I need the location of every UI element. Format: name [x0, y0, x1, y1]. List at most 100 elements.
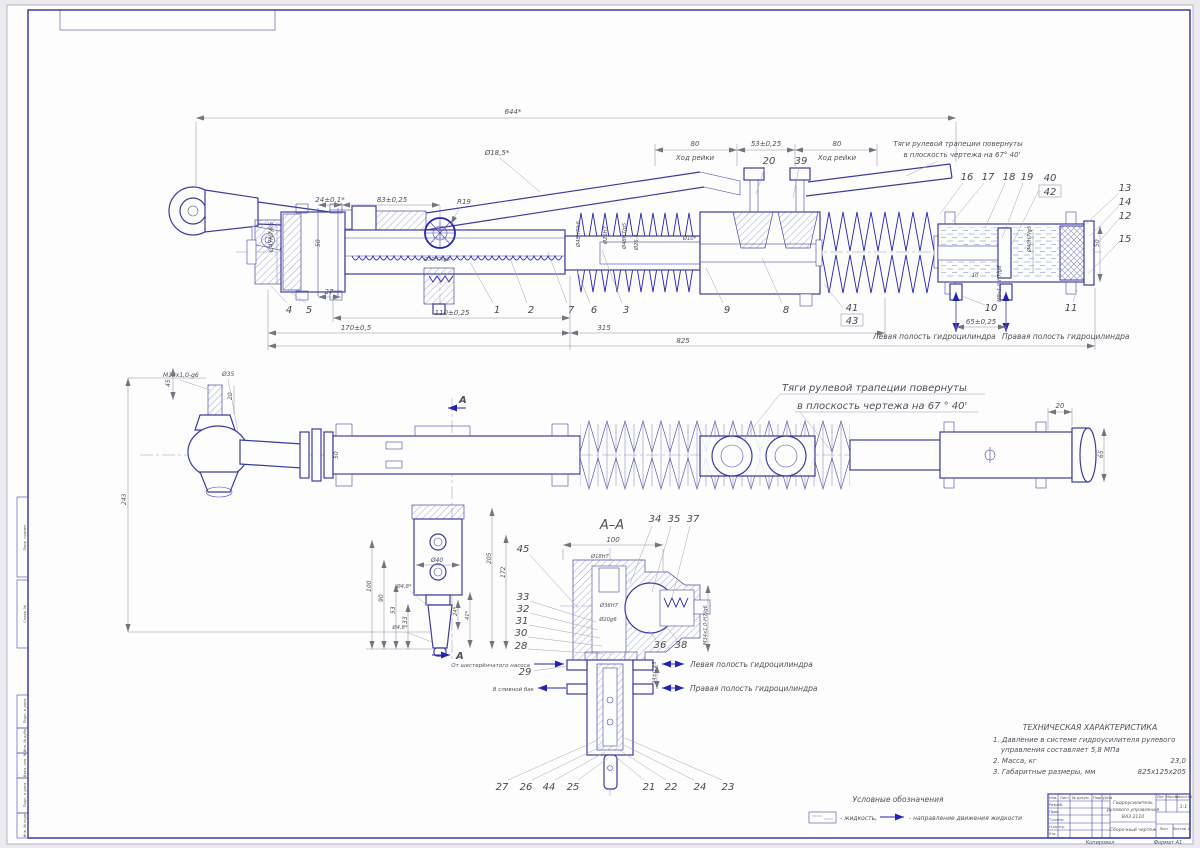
dim-d264: Ø26,4 — [633, 234, 640, 251]
callout-33: 33 — [517, 592, 530, 603]
hydraulic-cylinder — [937, 211, 1095, 332]
tb-h-izm: Изм. — [1049, 796, 1057, 800]
tech-spec-title: ТЕХНИЧЕСКАЯ ХАРАКТЕРИСТИКА — [1023, 723, 1158, 732]
callout-26: 26 — [520, 782, 533, 793]
dim-d40g: Ø40H7/g5 — [1026, 225, 1033, 253]
pinion-retainer — [423, 267, 455, 315]
callout-20: 20 — [763, 156, 776, 167]
middle-bellows — [579, 419, 851, 491]
callout-6: 6 — [591, 305, 597, 316]
callout-19: 19 — [1021, 172, 1034, 183]
callout-12: 12 — [1119, 211, 1132, 222]
dim-p33: 33 — [402, 616, 409, 624]
dim-center: 53±0,25 — [751, 140, 782, 148]
callout-38: 38 — [675, 640, 688, 651]
callout-8: 8 — [783, 305, 789, 316]
dim-d48g: Ø48H7/g5 — [621, 222, 628, 250]
tb-row-prov: Пров. — [1049, 810, 1059, 814]
right-tie-rod — [805, 163, 953, 197]
dim-d47: Ø47H7/k6 — [268, 222, 275, 253]
tb-h-doc: № докум. — [1072, 796, 1090, 800]
dim-20m: 20 — [227, 392, 234, 400]
note-tie-rods-2: в плоскость чертежа на 67° 40' — [904, 151, 1021, 159]
callout-3: 3 — [623, 305, 629, 316]
dim-825: 825 — [676, 337, 690, 345]
callout-24: 24 — [694, 782, 707, 793]
tb-doc-type: Сборочный чертеж — [1110, 827, 1157, 833]
label-cavity-right-sect: Правая полость гидроцилиндра — [690, 684, 818, 693]
tech-spec-line1a: 1. Давление в системе гидроусилителя рул… — [993, 736, 1175, 744]
tech-spec-line3-value: 825х125х205 — [1138, 768, 1187, 776]
callout-7: 7 — [568, 305, 575, 316]
margin-label: Инв. № подл. — [23, 813, 27, 838]
dim-pd40: Ø40 — [430, 557, 444, 564]
dim-right-65: 65 — [1098, 450, 1105, 458]
dim-m34: M34х1,0-H7/g6 — [703, 604, 709, 645]
copied-label: Копировал — [1086, 840, 1115, 846]
tech-spec-line1b: управления составляет 5,8 МПа — [1000, 746, 1120, 754]
inner-frame — [27, 9, 1191, 839]
top-view-assembly-section: 644* Ø18,5* 80 53±0,25 80 Ход рейки Ход … — [168, 108, 1132, 350]
port-cavity-right — [632, 683, 654, 695]
legend-title: Условные обозначения — [853, 795, 944, 804]
callout-23: 23 — [722, 782, 735, 793]
label-cavity-left-sect: Левая полость гидроцилиндра — [689, 660, 813, 669]
callout-4: 4 — [286, 305, 292, 316]
callout-15: 15 — [1119, 234, 1132, 245]
tb-row-razrab: Разраб. — [1049, 803, 1063, 807]
tb-sheets: Листов 1 — [1173, 827, 1190, 831]
dim-pd48b: Ø4,8* — [392, 624, 408, 631]
format-label: Формат А1 — [1154, 840, 1182, 846]
callout-25: 25 — [567, 782, 580, 793]
dim-d10s: Ø10* — [682, 235, 697, 242]
dim-315: 315 — [597, 324, 611, 332]
rack-housing-left — [246, 203, 346, 301]
callout-17: 17 — [982, 172, 995, 183]
valve-column — [566, 659, 654, 790]
callout-34: 34 — [649, 514, 662, 525]
dim-p24: 24* — [453, 606, 459, 616]
dim-100: 100 — [606, 536, 620, 544]
dim-p53: 53 — [390, 606, 397, 614]
margin-label: Подп. и дата — [23, 783, 27, 807]
callout-35: 35 — [668, 514, 681, 525]
label-right-cavity: Правая полость гидроцилиндра — [1002, 332, 1130, 341]
callout-31: 31 — [516, 616, 529, 627]
legend-flow-label: - направление движения жидкости — [909, 815, 1022, 822]
callout-40: 40 — [1044, 173, 1057, 184]
label-tank: В сливной бак — [493, 687, 535, 693]
dim-d48k: Ø48H7/k6 — [575, 220, 582, 248]
section-flow-labels: От шестерёнчатого насоса В сливной бак Л… — [451, 660, 818, 693]
note-middle-2: в плоскость чертежа на 67 ° 40' — [797, 401, 967, 412]
callout-45: 45 — [517, 544, 530, 555]
dim-24: 24±0,1* — [315, 196, 345, 204]
dim-tie-rod-dia: Ø18,5* — [484, 149, 510, 157]
margin-label: Справ. № — [23, 605, 27, 623]
dim-p41: 41* — [465, 610, 471, 620]
tb-row-tkontr: Т.контр. — [1048, 818, 1065, 822]
dim-45: 45 — [165, 379, 172, 387]
top-view-dimensions: 644* Ø18,5* 80 53±0,25 80 Ход рейки Ход … — [195, 108, 1103, 284]
port-pump — [566, 659, 588, 671]
margin-label: Подп. и дата — [23, 699, 27, 723]
section-title: А–А — [599, 518, 624, 533]
tb-sheet: Лист — [1159, 827, 1168, 831]
dim-pd48a: Ø4,8* — [396, 583, 412, 590]
mid-housing — [564, 212, 701, 293]
dim-stroke-left: 80 — [691, 140, 700, 148]
top-view-callouts-lower: 4 5 27 1 2 7 6 3 9 8 41 43 10 11 110±0,2… — [267, 249, 1130, 350]
dim-110: 110±0,25 — [435, 309, 470, 317]
middle-view-external: M12х1,0-g6 45 Ø35 20 243 50 Тяги рулевой… — [121, 368, 1107, 662]
callout-16: 16 — [961, 172, 974, 183]
dim-10: 10 — [972, 273, 979, 279]
callout-42: 42 — [1044, 187, 1057, 198]
section-a-a: А–А 100 Ø18H7 Ø36H7 Ø20g6 M — [451, 514, 818, 796]
middle-cylinder — [849, 421, 1097, 489]
margin-label: Перв. примен. — [23, 524, 27, 551]
callout-9: 9 — [724, 305, 730, 316]
dim-24-sect: 24±0,25 — [652, 661, 658, 684]
legend-block: Условные обозначения - жидкость, - напра… — [808, 795, 1022, 824]
section-label-a-top: А — [458, 395, 467, 406]
tb-doc-name-2: рулевого управления — [1106, 808, 1160, 813]
